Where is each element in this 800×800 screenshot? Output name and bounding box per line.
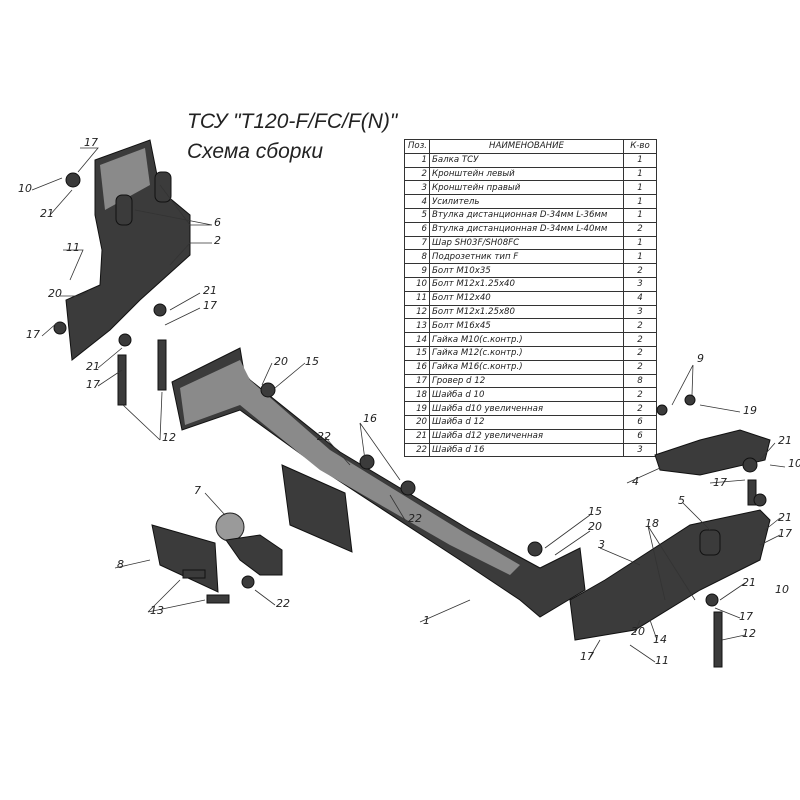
callout-label: 20 <box>274 355 288 368</box>
callout-label: 12 <box>162 431 176 444</box>
callout-label: 22 <box>408 512 422 525</box>
callout-label: 21 <box>40 207 54 220</box>
callout-label: 21 <box>778 434 792 447</box>
callout-label: 9 <box>697 352 704 365</box>
callout-label: 21 <box>203 284 217 297</box>
fasteners <box>53 172 767 668</box>
callout-label: 14 <box>653 633 667 646</box>
callout-label: 16 <box>363 412 377 425</box>
callout-label: 17 <box>778 527 792 540</box>
callout-label: 12 <box>742 627 756 640</box>
callout-label: 17 <box>713 476 727 489</box>
callout-label: 10 <box>18 182 32 195</box>
diagram-title: ТСУ "Т120-F/FC/F(N)" <box>187 110 398 133</box>
callout-label: 21 <box>778 511 792 524</box>
left-bracket <box>65 139 191 361</box>
callout-label: 21 <box>86 360 100 373</box>
callout-label: 19 <box>743 404 757 417</box>
callout-label: 17 <box>26 328 40 341</box>
callout-label: 11 <box>655 654 669 667</box>
callout-label: 17 <box>203 299 217 312</box>
callout-label: 4 <box>632 475 639 488</box>
callout-label: 17 <box>86 378 100 391</box>
callout-label: 22 <box>276 597 290 610</box>
callout-label: 8 <box>117 558 124 571</box>
callout-label: 15 <box>305 355 319 368</box>
tow-beam <box>171 347 586 618</box>
cell-qty: 1 <box>623 207 657 223</box>
callout-label: 17 <box>84 136 98 149</box>
callout-label: 10 <box>775 583 789 596</box>
callout-label: 22 <box>317 430 331 443</box>
callout-label: 1 <box>423 614 430 627</box>
callout-label: 2 <box>214 234 221 247</box>
callout-label: 20 <box>48 287 62 300</box>
callout-label: 20 <box>631 625 645 638</box>
callout-label: 11 <box>66 241 80 254</box>
callout-label: 17 <box>580 650 594 663</box>
callout-label: 5 <box>678 494 685 507</box>
callout-label: 13 <box>150 604 164 617</box>
callout-label: 18 <box>645 517 659 530</box>
callout-label: 7 <box>194 484 201 497</box>
callout-label: 6 <box>214 216 221 229</box>
callout-label: 21 <box>742 576 756 589</box>
callout-label: 10 <box>788 457 800 470</box>
callout-label: 17 <box>739 610 753 623</box>
callout-label: 20 <box>588 520 602 533</box>
cell-qty: 3 <box>623 442 657 458</box>
callout-label: 3 <box>598 538 605 551</box>
table-header: Поз. НАИМЕНОВАНИЕ К-во <box>404 139 657 154</box>
diagram-subtitle: Схема сборки <box>187 140 324 163</box>
right-bracket <box>569 429 771 641</box>
tow-ball <box>151 512 283 593</box>
callout-label: 15 <box>588 505 602 518</box>
leader-lines <box>31 147 786 663</box>
